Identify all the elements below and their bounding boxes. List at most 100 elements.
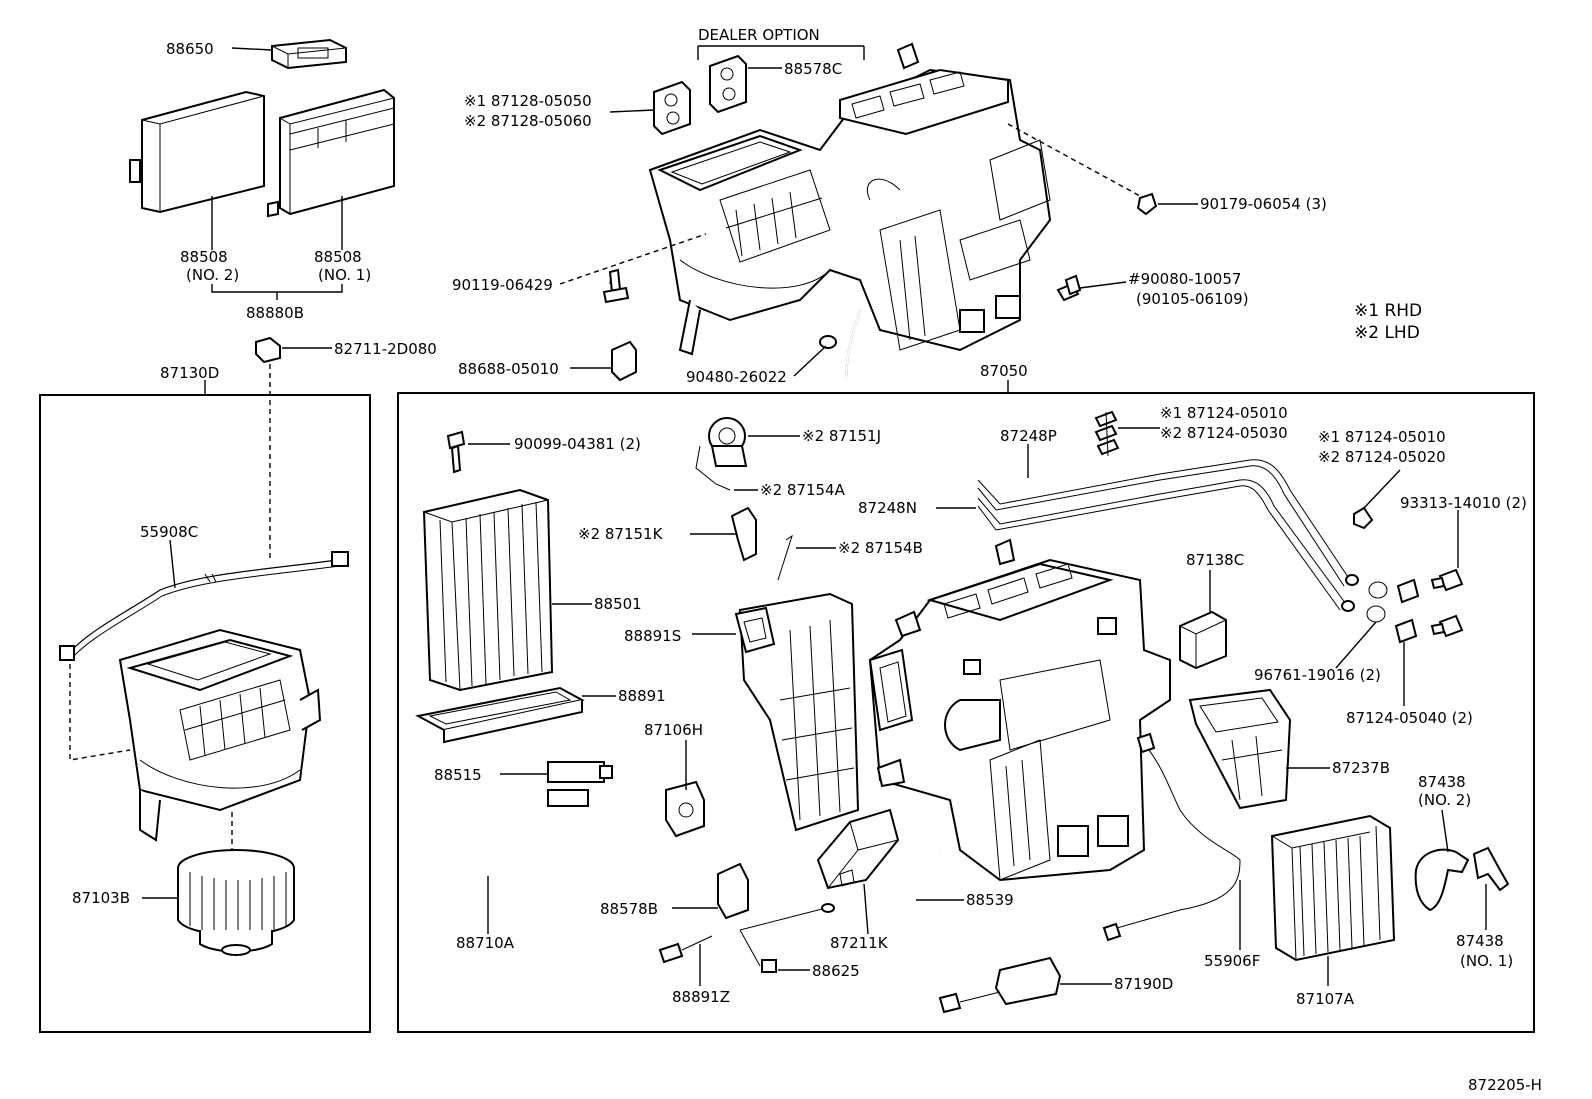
clean-air-filter-88650-drawing <box>271 38 347 70</box>
bolt-90080-drawing <box>1056 274 1082 302</box>
label-88891s: 88891S <box>624 627 681 645</box>
label-87190d: 87190D <box>1114 975 1173 993</box>
harness-55906f-drawing <box>1102 732 1241 942</box>
label-87138c: 87138C <box>1186 551 1244 569</box>
label-87151k: ※2 87151K <box>578 525 664 543</box>
label-87103b: 87103B <box>72 889 130 907</box>
bracket-87438-no1-drawing <box>1472 846 1510 892</box>
air-filter-no2-drawing <box>129 90 265 214</box>
heater-core-87107a-drawing <box>1270 814 1396 962</box>
label-87151j: ※2 87151J <box>802 427 881 445</box>
screw-90099-drawing <box>446 430 466 474</box>
duct-87237b-drawing <box>1188 688 1292 810</box>
label-88515: 88515 <box>434 766 482 784</box>
label-88578c: 88578C <box>784 60 842 78</box>
grommet-90480-drawing <box>819 335 837 349</box>
servo-87151j-drawing <box>708 417 748 467</box>
label-87154a: ※2 87154A <box>760 481 846 499</box>
label-88688-05010: 88688-05010 <box>458 360 559 378</box>
label-87128-05060: ※2 87128-05060 <box>464 112 592 130</box>
servo-87106h-drawing <box>665 780 705 838</box>
label-87438-no2: 87438 <box>1418 773 1466 791</box>
heater-unit-assembly-drawing <box>648 42 1052 381</box>
label-93313-14010: 93313-14010 (2) <box>1400 494 1527 512</box>
clamp-87124-a-drawing <box>1094 410 1120 457</box>
part-87138c-drawing <box>1179 610 1227 670</box>
label-88508-no1: 88508 <box>314 248 362 266</box>
label-87154b: ※2 87154B <box>838 539 923 557</box>
label-90080-10057: #90080-10057 <box>1128 270 1241 288</box>
label-88508-no2-sub: (NO. 2) <box>186 266 239 284</box>
expansion-valve-88515-drawing <box>547 761 613 783</box>
evaporator-88501-drawing <box>422 488 554 692</box>
bracket-87438-no2-drawing <box>1414 848 1470 912</box>
figure-id: 872205-H <box>1468 1076 1542 1094</box>
label-90119-06429: 90119-06429 <box>452 276 553 294</box>
blower-unit-drawing <box>118 628 322 842</box>
label-88625: 88625 <box>812 962 860 980</box>
air-filter-no1-drawing <box>267 88 395 218</box>
label-87124-05010-a: ※1 87124-05010 <box>1160 404 1288 422</box>
label-96761-19016: 96761-19016 (2) <box>1254 666 1381 684</box>
connector-82711-drawing <box>255 336 281 364</box>
tube-88710a-drawing <box>417 789 589 866</box>
wire-harness-55908c-drawing <box>59 551 349 661</box>
label-55906f: 55906F <box>1204 952 1260 970</box>
label-90179-06054: 90179-06054 (3) <box>1200 195 1327 213</box>
blower-motor-87103b-drawing <box>177 849 295 956</box>
label-88501: 88501 <box>594 595 642 613</box>
rod-87154b-drawing <box>777 534 793 581</box>
part-87190d-drawing <box>938 956 1062 1014</box>
note-lhd: ※2 LHD <box>1354 323 1420 343</box>
note-rhd: ※1 RHD <box>1354 301 1422 321</box>
thermistor-88625-drawing <box>739 903 835 973</box>
clamp-87124-b-drawing <box>1353 506 1374 530</box>
lever-87151k-drawing <box>730 506 757 562</box>
label-87248p: 87248P <box>1000 427 1057 445</box>
hose-88539-drawing <box>907 847 942 921</box>
label-87248n: 87248N <box>858 499 917 517</box>
label-88508-no2: 88508 <box>180 248 228 266</box>
label-87130d: 87130D <box>160 364 219 382</box>
seal-88578b-drawing <box>717 862 749 920</box>
label-90480-26022: 90480-26022 <box>686 368 787 386</box>
duct-87211k-drawing <box>816 808 900 890</box>
label-90105-06109: (90105-06109) <box>1136 290 1249 308</box>
label-90099-04381: 90099-04381 (2) <box>514 435 641 453</box>
label-55908c: 55908C <box>140 523 198 541</box>
label-88880b: 88880B <box>246 304 304 322</box>
label-88578b: 88578B <box>600 900 658 918</box>
label-82711-2d080: 82711-2D080 <box>334 340 437 358</box>
label-87211k: 87211K <box>830 934 889 952</box>
heater-unit-frame <box>397 392 1535 1033</box>
screw-90179-drawing <box>1136 192 1158 216</box>
refrigerant-pipes-drawing <box>977 459 1359 612</box>
label-87438-no1-sub: (NO. 1) <box>1460 952 1513 970</box>
seal-88578c-drawing <box>709 54 747 114</box>
seal-87128-drawing <box>653 80 691 136</box>
label-87106h: 87106H <box>644 721 703 739</box>
label-88508-no1-sub: (NO. 1) <box>318 266 371 284</box>
bracket-88688-drawing <box>611 340 637 382</box>
label-88539: 88539 <box>966 891 1014 909</box>
label-87050: 87050 <box>980 362 1028 380</box>
label-88891: 88891 <box>618 687 666 705</box>
label-87237b: 87237B <box>1332 759 1390 777</box>
bolt-93313-drawing <box>1430 568 1464 638</box>
label-87124-05030: ※2 87124-05030 <box>1160 424 1288 442</box>
label-87128-05050: ※1 87128-05050 <box>464 92 592 110</box>
label-87438-no2-sub: (NO. 2) <box>1418 791 1471 809</box>
label-87124-05020: ※2 87124-05020 <box>1318 448 1446 466</box>
label-dealer-option: DEALER OPTION <box>698 26 820 44</box>
label-88891z: 88891Z <box>672 988 730 1006</box>
label-87124-05010-b: ※1 87124-05010 <box>1318 428 1446 446</box>
label-87438-no1: 87438 <box>1456 932 1504 950</box>
o-rings-96761-drawing <box>1366 581 1388 623</box>
sensor-88891z-drawing <box>658 935 713 964</box>
labels: 88650 88508 (NO. 2) 88508 (NO. 1) 88880B… <box>72 26 1542 1094</box>
label-87124-05040: 87124-05040 (2) <box>1346 709 1473 727</box>
clamp-87124-05040-drawing <box>1394 578 1420 644</box>
duct-88891s-drawing <box>734 592 860 832</box>
filter-plate-88891-drawing <box>415 686 585 744</box>
